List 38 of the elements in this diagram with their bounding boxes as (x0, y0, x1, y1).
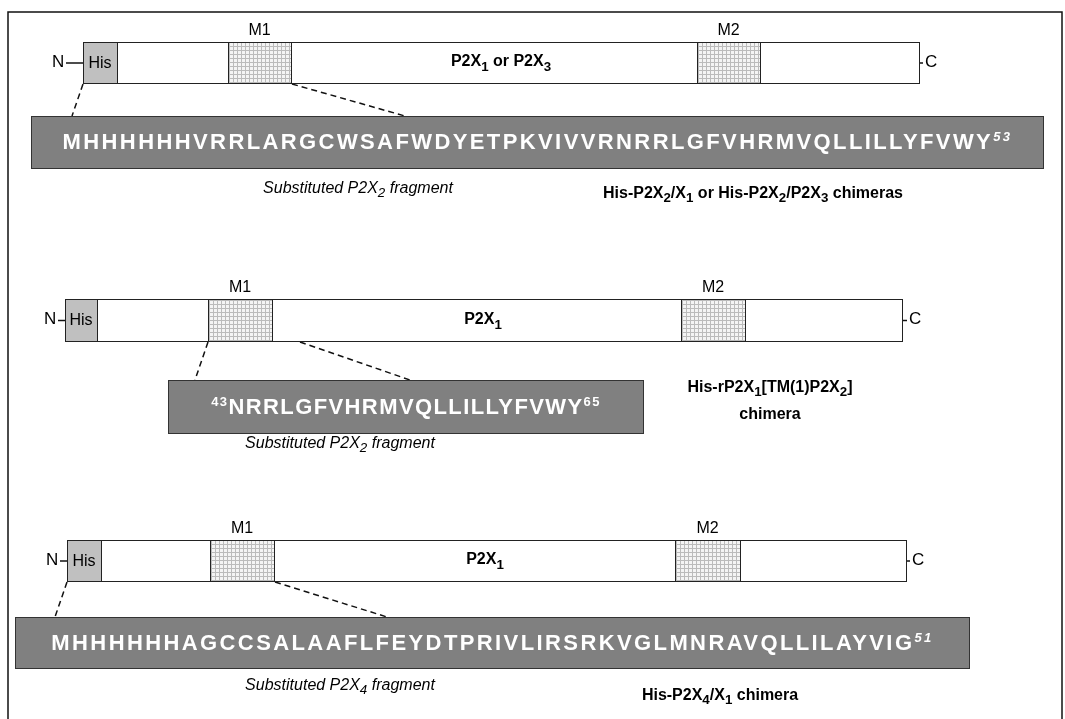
sequence-box (15, 617, 970, 669)
chimera-name: His-rP2X$_{1}$[TM(1)P2X$_{2}$] chimera (686, 377, 854, 425)
fragment-caption: Substituted P2X$_{4}$ fragment (245, 676, 435, 698)
dashed-connector (54, 581, 68, 618)
domain-label: M2 (701, 277, 725, 296)
tag-label: His (88, 53, 112, 72)
sequence-box (168, 380, 644, 434)
fragment-caption: Substituted P2X$_{2}$ fragment (245, 434, 435, 456)
n-terminus-label: N (44, 309, 57, 329)
protein-name: P2X$_{1}$ (464, 309, 502, 332)
fragment-caption: Substituted P2X$_{2}$ fragment (263, 179, 453, 201)
domain-label: M2 (717, 20, 740, 39)
amino-acid-sequence: $^{43}$NRRLGFVHRMVQLLILLYFVWY$^{65}$ (211, 393, 601, 421)
amino-acid-sequence: MHHHHHHVRRLARGCWSAFWDYETPKVIVVRNRRLGFVHRMVQLLILLYFVWY$^{53}$ (62, 129, 1013, 156)
domain-label: M1 (230, 518, 254, 537)
sequence-box (31, 116, 1044, 169)
protein-name: P2X$_{1}$ (466, 550, 504, 572)
tag-label: His (72, 551, 96, 570)
chimera-name: His-P2X$_{4}$/X$_{1}$ chimera (641, 685, 799, 710)
dashed-connector (291, 83, 406, 117)
c-terminus-label: C (912, 550, 925, 570)
chimera-name: His-P2X$_{2}$/X$_{1}$ or His-P2X$_{2}$/P2X$_{3}$ chimeras (603, 183, 903, 208)
his-tag-box (64, 298, 98, 342)
domain-label: M2 (696, 518, 719, 537)
tag-label: His (69, 311, 93, 329)
c-terminus-label: C (925, 52, 938, 72)
n-terminus-label: N (52, 52, 65, 72)
domain-label: M1 (228, 277, 252, 296)
his-tag-box (66, 539, 102, 582)
c-terminus-label: C (909, 309, 922, 329)
his-tag-box (82, 41, 118, 84)
n-terminus-label: N (46, 550, 59, 570)
amino-acid-sequence: MHHHHHHAGCCSALAAFLFEYDTPRIVLIRSRKVGLMNRAVQLLILAYVIG$^{51}$ (51, 629, 934, 657)
domain-label: M1 (248, 20, 271, 39)
dashed-connector (299, 341, 411, 381)
dashed-connector (71, 83, 84, 117)
protein-name: P2X$_{1}$ or P2X$_{3}$ (450, 52, 552, 74)
dashed-connector (274, 581, 388, 618)
